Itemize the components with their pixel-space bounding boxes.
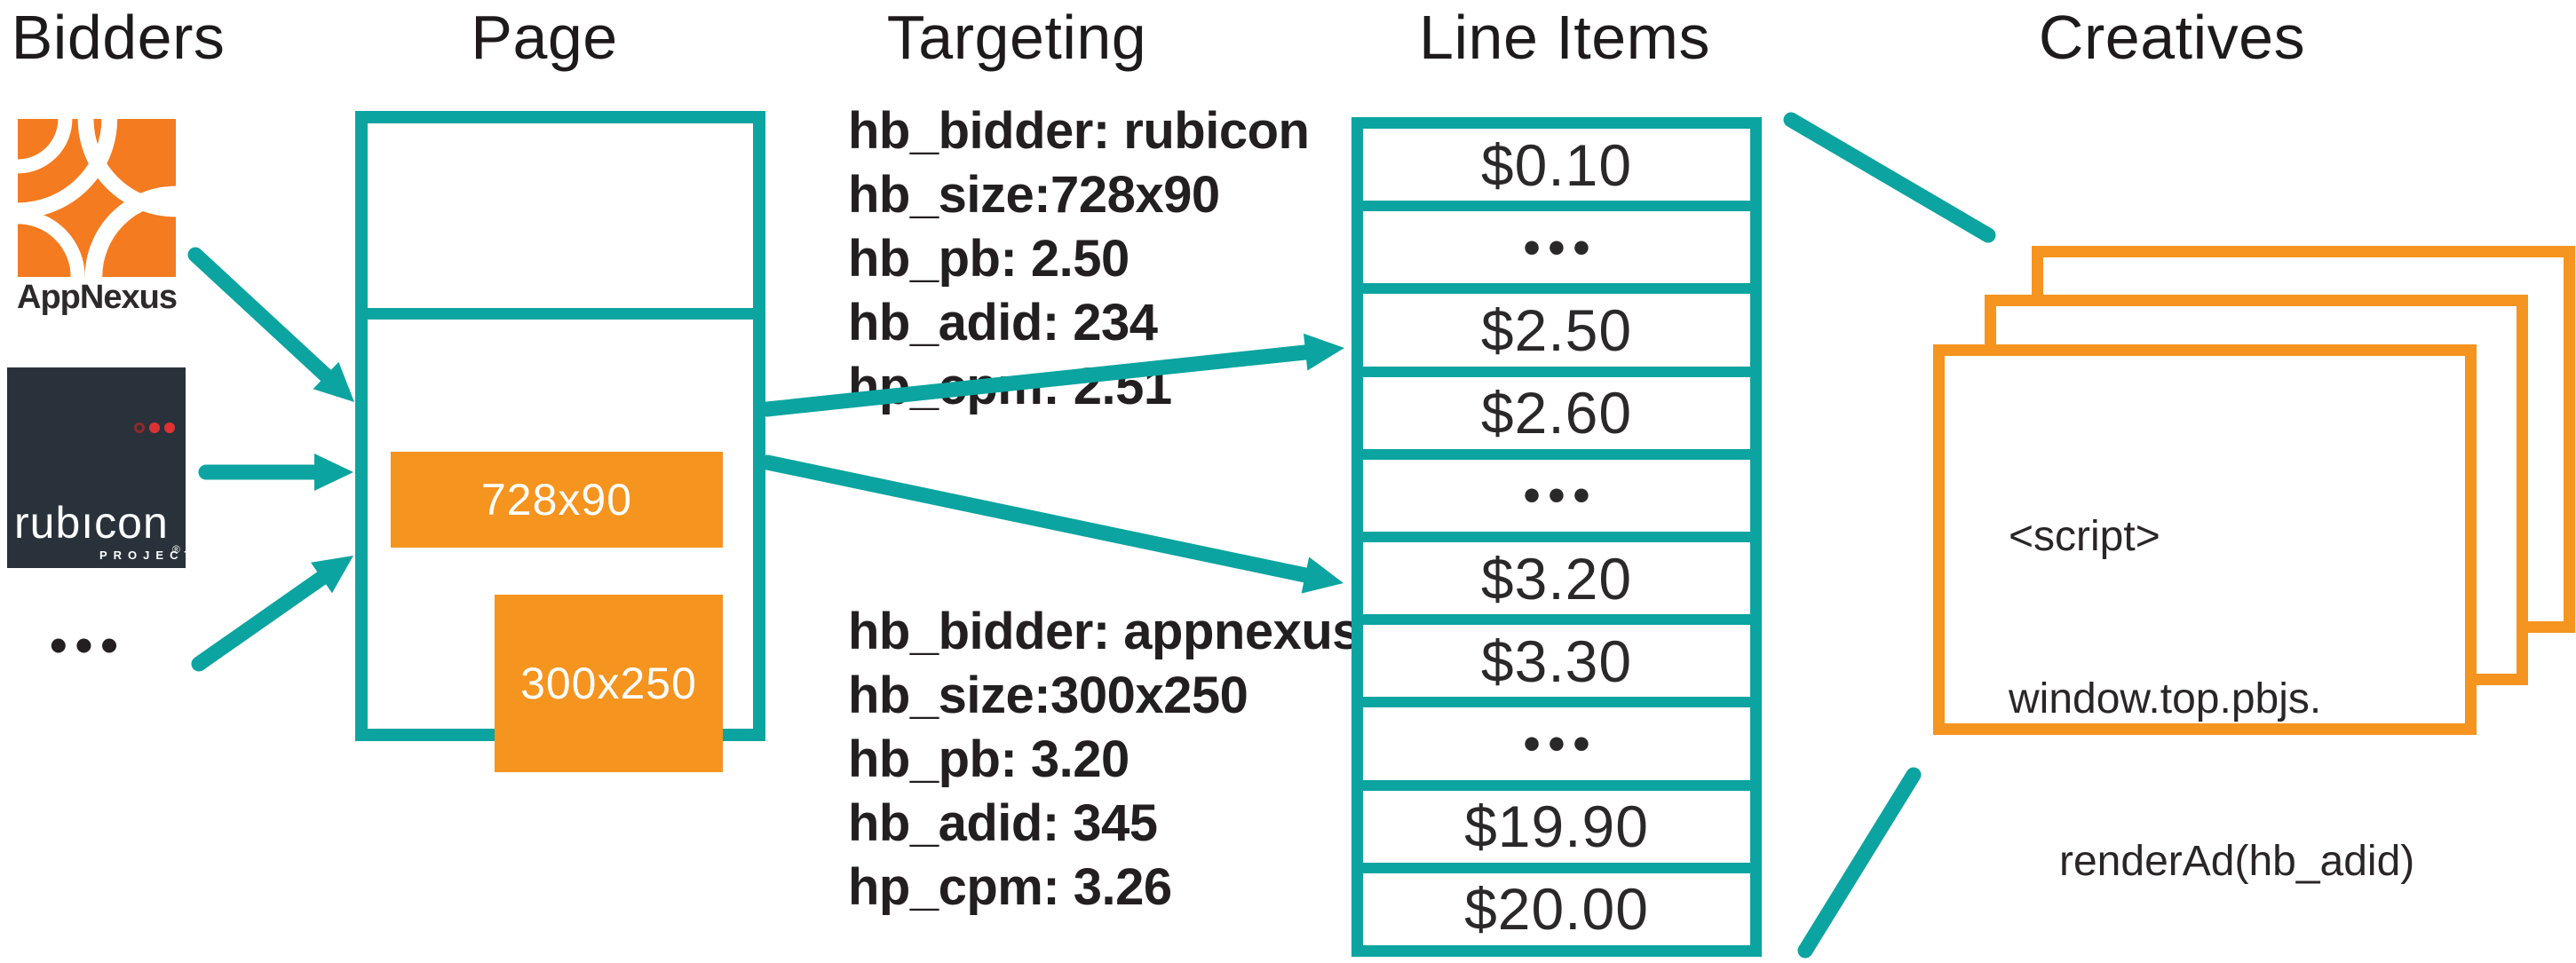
line-items-to-creatives-line-top bbox=[1783, 112, 1996, 243]
column-header-line-items: Line Items bbox=[1419, 3, 1710, 72]
column-header-page: Page bbox=[471, 3, 618, 72]
arrowhead bbox=[1301, 556, 1343, 594]
arrow-more-to-page-line bbox=[191, 569, 331, 672]
arrowhead bbox=[314, 454, 353, 491]
targeting-line: hb_pb: 3.20 bbox=[848, 730, 1129, 788]
targeting-line: hb_size:728x90 bbox=[848, 166, 1220, 224]
line-item-row: $19.90 bbox=[1363, 790, 1750, 863]
column-header-bidders: Bidders bbox=[11, 3, 226, 72]
line-item-row: $3.30 bbox=[1363, 625, 1750, 698]
creative-code-snippet: <script> window.top.pbjs. renderAd(hb_ad… bbox=[2009, 401, 2414, 963]
arrow-appnexus-to-page-line bbox=[187, 247, 334, 383]
line-item-row: $3.20 bbox=[1363, 542, 1750, 615]
column-header-creatives: Creatives bbox=[2038, 3, 2306, 72]
ad-slot-300x250: 300x250 bbox=[495, 595, 723, 772]
line-item-row: ••• bbox=[1363, 459, 1750, 533]
line-item-row: $0.10 bbox=[1363, 129, 1750, 201]
line-item-row: $2.60 bbox=[1363, 376, 1750, 449]
rubicon-dots-icon bbox=[134, 422, 175, 433]
arrow-page-to-row-320-line bbox=[759, 454, 1313, 583]
arrowhead bbox=[313, 361, 354, 402]
line-item-row: ••• bbox=[1363, 211, 1750, 284]
targeting-line: hp_cpm: 2.51 bbox=[848, 358, 1172, 415]
targeting-line: hb_pb: 2.50 bbox=[848, 230, 1129, 288]
line-item-row: $20.00 bbox=[1363, 872, 1750, 946]
line-items-to-creatives-line-bottom bbox=[1797, 767, 1922, 959]
ad-slot-728x90: 728x90 bbox=[391, 452, 723, 548]
rubicon-registered-mark: ® bbox=[172, 543, 180, 556]
targeting-line: hb_bidder: rubicon bbox=[848, 102, 1310, 160]
column-header-targeting: Targeting bbox=[886, 3, 1147, 72]
arrowhead bbox=[311, 556, 353, 594]
appnexus-logo-icon bbox=[18, 119, 176, 277]
page-content-section: 728x90 300x250 bbox=[368, 320, 753, 772]
targeting-line: hb_adid: 345 bbox=[848, 794, 1158, 852]
line-item-row: $2.50 bbox=[1363, 294, 1750, 367]
code-line: <script> bbox=[2009, 513, 2160, 560]
targeting-block-rubicon: hb_bidder: rubicon hb_size:728x90 hb_pb:… bbox=[848, 99, 1310, 419]
page-top-section bbox=[368, 123, 753, 308]
line-items-table: $0.10 ••• $2.50 $2.60 ••• $3.20 $3.30 ••… bbox=[1351, 117, 1762, 957]
targeting-line: hb_adid: 234 bbox=[848, 294, 1158, 351]
rubicon-project-label: PROJECT bbox=[99, 549, 198, 562]
rubicon-dot-ring-icon bbox=[134, 422, 145, 433]
rubicon-dot-solid-icon bbox=[164, 422, 175, 433]
targeting-line: hb_bidder: appnexus bbox=[848, 603, 1361, 660]
rubicon-wordmark: rubıcon bbox=[14, 498, 169, 548]
creative-card-front bbox=[1933, 344, 2477, 735]
page-wireframe: 728x90 300x250 bbox=[355, 111, 765, 772]
code-line: renderAd(hb_adid) bbox=[2059, 838, 2415, 885]
targeting-block-appnexus: hb_bidder: appnexus hb_size:300x250 hb_p… bbox=[848, 600, 1361, 920]
rubicon-logo: rubıcon ® PROJECT bbox=[7, 367, 191, 568]
rubicon-dot-mid-icon bbox=[149, 422, 160, 433]
code-line: window.top.pbjs. bbox=[2009, 675, 2322, 722]
arrowhead bbox=[1304, 333, 1344, 371]
targeting-line: hp_cpm: 3.26 bbox=[848, 858, 1172, 916]
more-bidders-ellipsis: ••• bbox=[50, 617, 126, 673]
appnexus-label: AppNexus bbox=[17, 279, 178, 316]
line-item-row: ••• bbox=[1363, 707, 1750, 780]
targeting-line: hb_size:300x250 bbox=[848, 667, 1248, 724]
